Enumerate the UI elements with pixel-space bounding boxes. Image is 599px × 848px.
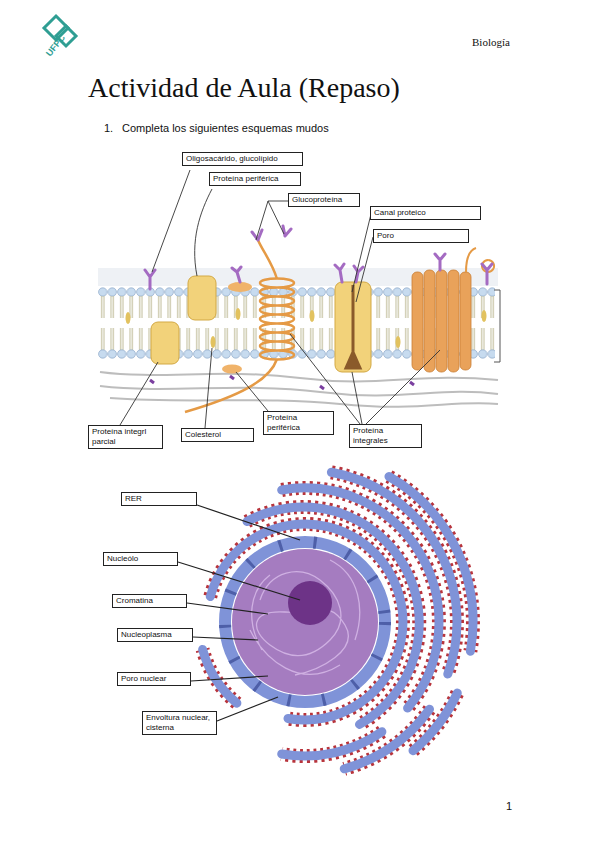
integral-partial-protein (151, 322, 179, 364)
label-text: Envoltura nuclear, cisterna (146, 713, 213, 733)
label-box: Proteína integrl parcial (88, 425, 163, 449)
leader-line (193, 637, 258, 640)
nucleoplasm (232, 549, 378, 695)
label-text: Cromatina (116, 596, 183, 606)
label-text: Poro (377, 231, 465, 241)
leader-line (236, 372, 268, 411)
nucleolus (288, 581, 332, 625)
label-box: Envoltura nuclear, cisterna (142, 711, 217, 735)
label-text: Glucoproteína (292, 195, 356, 205)
leader-line (120, 362, 158, 425)
label-box: Nucleoplasma (117, 628, 193, 642)
carbohydrate-chain (145, 226, 492, 289)
leader-lines (178, 505, 300, 721)
rough-er (203, 472, 473, 769)
label-box: Oligosacárido, glucolípido (182, 152, 303, 166)
label-box: Poro (373, 229, 469, 243)
label-text: Canal proteico (374, 208, 477, 218)
label-box: Proteína periférica (263, 411, 334, 435)
page-number: 1 (506, 800, 512, 812)
helix-protein (260, 278, 294, 359)
er-cisterna (210, 524, 403, 720)
leader-line (205, 348, 212, 428)
cholesterol (310, 310, 315, 322)
label-box: Proteína periférica (209, 172, 301, 186)
leader-line (152, 170, 190, 272)
label-box: Proteína integrales (349, 424, 422, 448)
label-box: Cromatina (112, 594, 187, 608)
protein-chain (185, 240, 277, 412)
helix-segment (412, 272, 423, 370)
label-text: Poro nuclear (121, 674, 187, 684)
leader-line (217, 697, 278, 721)
leader-line (256, 201, 288, 240)
label-box: Colesterol (181, 428, 254, 442)
inner-peripheral-protein (222, 365, 242, 374)
cholesterol (236, 308, 241, 320)
label-box: RER (121, 492, 197, 506)
label-text: Proteína periférica (213, 174, 297, 184)
label-text: Proteína integrales (353, 426, 418, 446)
label-text: Nucleoplasma (121, 630, 189, 640)
label-text: Proteína periférica (267, 413, 330, 433)
er-cisterna (413, 693, 457, 751)
label-box: Nucleólo (103, 552, 178, 566)
label-text: Proteína integrl parcial (92, 427, 159, 447)
ribosome-row (344, 709, 429, 769)
chromatin (250, 560, 360, 675)
ribosomes (203, 472, 473, 769)
ribosome-row (282, 732, 382, 756)
channel-protein (335, 282, 371, 372)
label-text: Oligosacárido, glucolípido (186, 154, 299, 164)
subject-header: Biología (472, 36, 510, 48)
cytoskeleton (100, 372, 498, 407)
label-text: RER (125, 494, 193, 504)
leader-line (356, 237, 373, 302)
leader-line (191, 676, 268, 681)
cholesterol (126, 312, 131, 324)
er-cisterna (389, 477, 473, 652)
cholesterol (211, 336, 216, 348)
item-number: 1. (104, 122, 113, 134)
helix-segment (460, 272, 471, 370)
cholesterol (396, 336, 401, 348)
leader-line (178, 562, 300, 600)
cytoskeleton-dots (150, 376, 414, 389)
cholesterol (482, 310, 487, 322)
ribosome-row (210, 524, 403, 720)
page-title: Actividad de Aula (Repaso) (88, 72, 400, 104)
leader-line (197, 505, 300, 540)
er-cisterna (344, 709, 429, 769)
multipass-protein (412, 270, 471, 372)
helix-segment (436, 270, 447, 372)
nuclear-pores (225, 542, 385, 702)
peripheral-protein (188, 276, 216, 320)
instruction-text: Completa los siguientes esquemas mudos (122, 122, 329, 134)
label-text: Nucleólo (107, 554, 174, 564)
leader-line (195, 189, 212, 276)
surface-protein (228, 282, 252, 292)
helix-segment (448, 270, 459, 372)
bracket (494, 290, 500, 362)
nuclear-envelope (225, 542, 385, 702)
channel-pore (346, 285, 360, 368)
label-box: Canal proteico (370, 206, 481, 220)
label-text: Colesterol (185, 430, 250, 440)
label-box: Glucoproteína (288, 193, 360, 207)
leader-line (187, 603, 268, 614)
label-box: Poro nuclear (117, 672, 191, 686)
er-cisterna (282, 732, 382, 756)
